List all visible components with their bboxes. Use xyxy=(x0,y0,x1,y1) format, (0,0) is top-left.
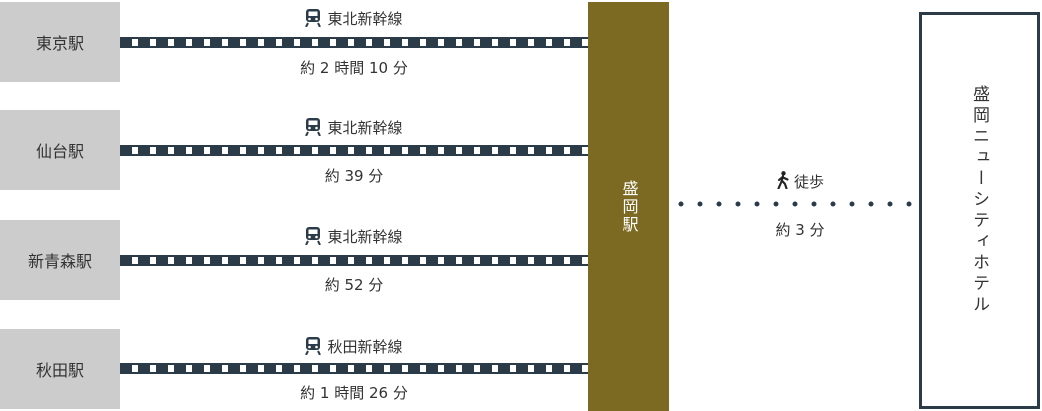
station-box-sendai: 仙台駅 xyxy=(0,110,120,190)
station-box-akita: 秋田駅 xyxy=(0,329,120,409)
line-label: 東北新幹線 xyxy=(120,117,588,140)
line-label: 東北新幹線 xyxy=(120,8,588,31)
station-name: 秋田駅 xyxy=(35,361,84,380)
walking-path-dots xyxy=(678,201,912,207)
station-name: 仙台駅 xyxy=(35,142,84,161)
line-name: 秋田新幹線 xyxy=(327,338,403,356)
walk-mode-label: 徒歩 xyxy=(740,171,860,193)
rail-track xyxy=(120,145,588,156)
station-name: 東京駅 xyxy=(35,34,84,53)
train-icon xyxy=(305,118,322,140)
station-name: 新青森駅 xyxy=(27,252,92,271)
travel-time: 約 2 時間 10 分 xyxy=(300,59,408,77)
line-label: 東北新幹線 xyxy=(120,226,588,249)
station-box-tokyo: 東京駅 xyxy=(0,2,120,82)
destination-box-hotel: 盛岡ニューシティホテル xyxy=(919,12,1040,409)
walk-time: 約 3 分 xyxy=(775,221,825,239)
train-icon xyxy=(305,9,322,31)
rail-track xyxy=(120,363,588,374)
rail-track xyxy=(120,37,588,48)
train-icon xyxy=(305,227,322,249)
line-name: 東北新幹線 xyxy=(327,119,403,137)
travel-time: 約 1 時間 26 分 xyxy=(300,384,408,402)
station-box-shin-aomori: 新青森駅 xyxy=(0,220,120,300)
hub-station-name: 盛岡駅 xyxy=(619,179,639,234)
walk-mode-text: 徒歩 xyxy=(793,173,824,191)
hub-station-morioka: 盛岡駅 xyxy=(588,2,669,411)
rail-track xyxy=(120,255,588,266)
line-name: 東北新幹線 xyxy=(327,10,403,28)
walking-person-icon xyxy=(776,171,790,193)
line-label: 秋田新幹線 xyxy=(120,336,588,359)
travel-time: 約 52 分 xyxy=(324,276,384,294)
travel-time: 約 39 分 xyxy=(324,167,384,185)
line-name: 東北新幹線 xyxy=(327,228,403,246)
train-icon xyxy=(305,337,322,359)
destination-name: 盛岡ニューシティホテル xyxy=(969,85,989,316)
